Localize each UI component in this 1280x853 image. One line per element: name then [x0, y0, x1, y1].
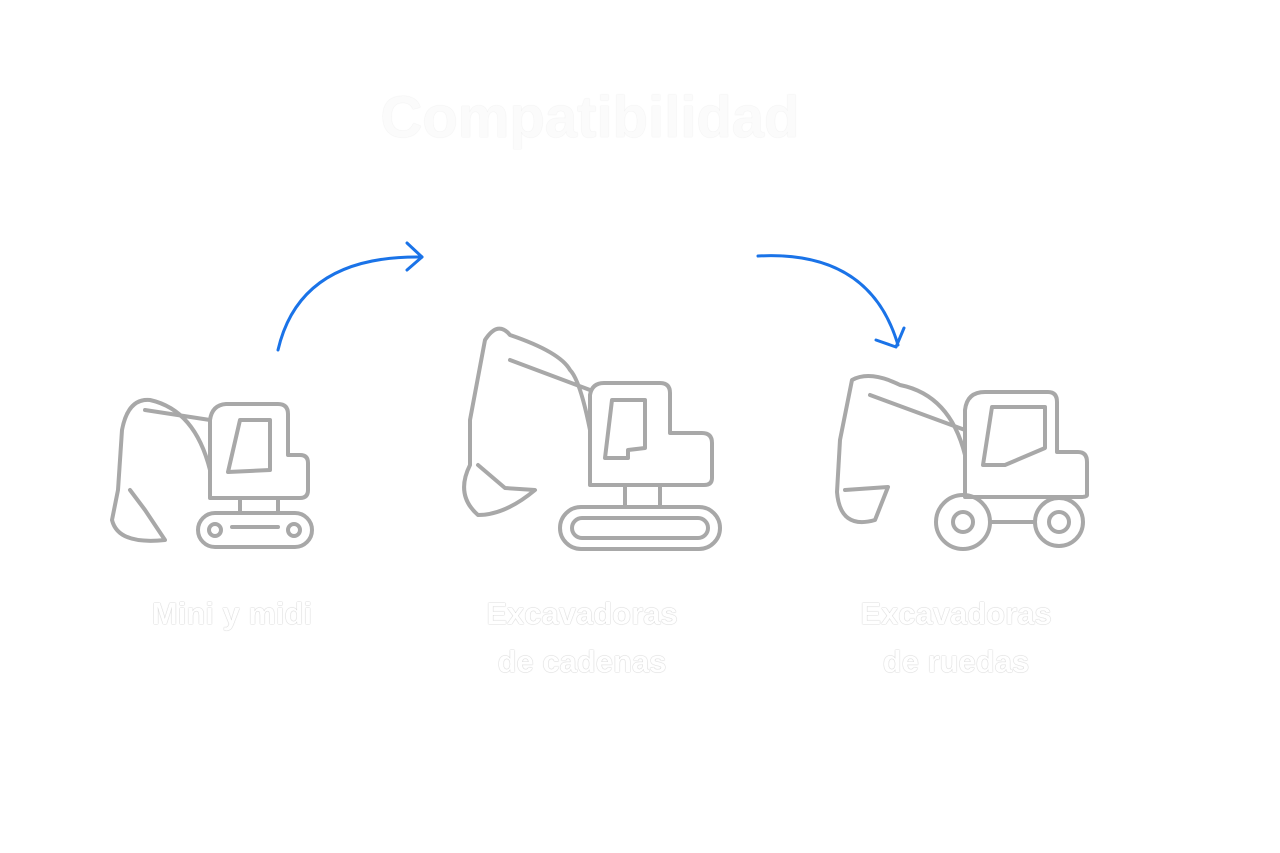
label-line: de ruedas — [882, 644, 1030, 679]
arrow-right-icon — [276, 241, 424, 352]
page-title: Compatibilidad — [380, 85, 800, 150]
label-line: Excavadoras — [486, 596, 678, 631]
wheeled-excavator-icon — [835, 374, 1089, 551]
label-wheeled: Excavadoras de ruedas — [806, 590, 1106, 686]
label-line: Excavadoras — [860, 596, 1052, 631]
label-crawler: Excavadoras de cadenas — [432, 590, 732, 686]
label-mini-midi: Mini y midi — [82, 590, 382, 638]
label-line: Mini y midi — [151, 596, 313, 631]
mini-excavator-icon — [110, 397, 314, 549]
label-line: de cadenas — [497, 644, 667, 679]
arrow-down-icon — [756, 254, 906, 349]
crawler-excavator-icon — [462, 326, 722, 551]
